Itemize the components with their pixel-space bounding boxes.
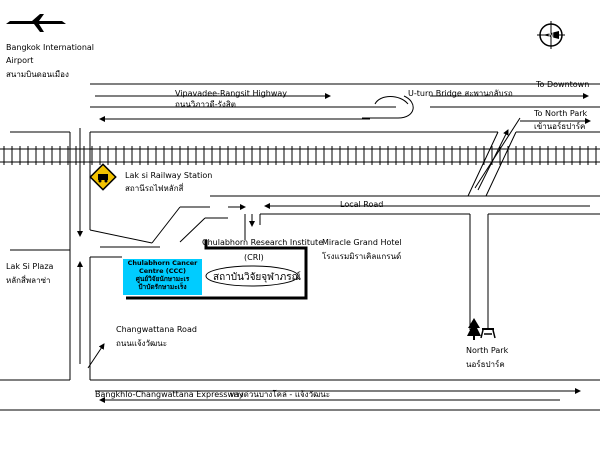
station-name-th: สถานีรถไฟหลักสี่ xyxy=(125,184,184,193)
changwattana-road-en: Changwattana Road xyxy=(116,325,197,334)
station-name-en: Lak si Railway Station xyxy=(125,171,213,180)
north-park-name-th: นอร์ธปาร์ค xyxy=(466,360,505,369)
ccc-name-line4: ป้าบัดรักษามะเร็ง xyxy=(138,283,187,291)
svg-text:N: N xyxy=(548,31,554,40)
hotel-name-th: โรงแรมมิราเคิลแกรนด์ xyxy=(322,252,402,261)
uturn-bridge-label: U-turn Bridge สะพานกลับรถ xyxy=(408,89,513,98)
to-north-park-th: เข้านอร์ธปาร์ค xyxy=(534,122,586,131)
compass-icon: N xyxy=(537,21,565,49)
north-park-name-en: North Park xyxy=(466,346,509,355)
highway-name-th: ถนนวิภาวดี-รังสิต xyxy=(175,100,236,109)
cri-abbr: (CRI) xyxy=(244,253,264,262)
tree-picnic-icon xyxy=(467,318,496,340)
to-downtown-label: To Downtown xyxy=(536,80,590,89)
hotel-name-en: Miracle Grand Hotel xyxy=(322,238,402,247)
cri-name-en: Chulabhorn Research Institute xyxy=(202,238,324,247)
highway-name-en: Vipavadee-Rangsit Highway xyxy=(175,89,288,98)
airport-name-th: สนามบินดอนเมือง xyxy=(6,70,69,79)
ccc-name-line3: ศูนย์วิจัยนักษามะเร xyxy=(135,275,190,283)
ccc-building: Chulabhorn Cancer Centre (CCC) ศูนย์วิจั… xyxy=(123,259,202,295)
changwattana-road-th: ถนนแจ้งวัฒนะ xyxy=(116,339,168,348)
plaza-name-th: หลักสี่พลาซ่า xyxy=(6,276,51,285)
train-warning-icon xyxy=(89,163,117,191)
expressway-name-en: Bangkhlo-Changwattana Expressway xyxy=(95,390,244,399)
to-north-park-en: To North Park xyxy=(534,109,588,118)
expressway-name-th: ทางด่วนบางโคล่ - แจ้งวัฒนะ xyxy=(230,390,331,399)
local-road-label: Local Road xyxy=(340,200,384,209)
plaza-name-en: Lak Si Plaza xyxy=(6,262,54,271)
ccc-name-line1: Chulabhorn Cancer xyxy=(127,259,198,267)
airplane-icon xyxy=(6,14,66,32)
ccc-name-line2: Centre (CCC) xyxy=(138,267,187,275)
cri-name-th: สถาบันวิจัยจุฬาภรณ์ xyxy=(213,272,301,283)
airport-name-en: Bangkok International xyxy=(6,43,95,52)
airport-name-en-line2: Airport xyxy=(6,56,34,65)
